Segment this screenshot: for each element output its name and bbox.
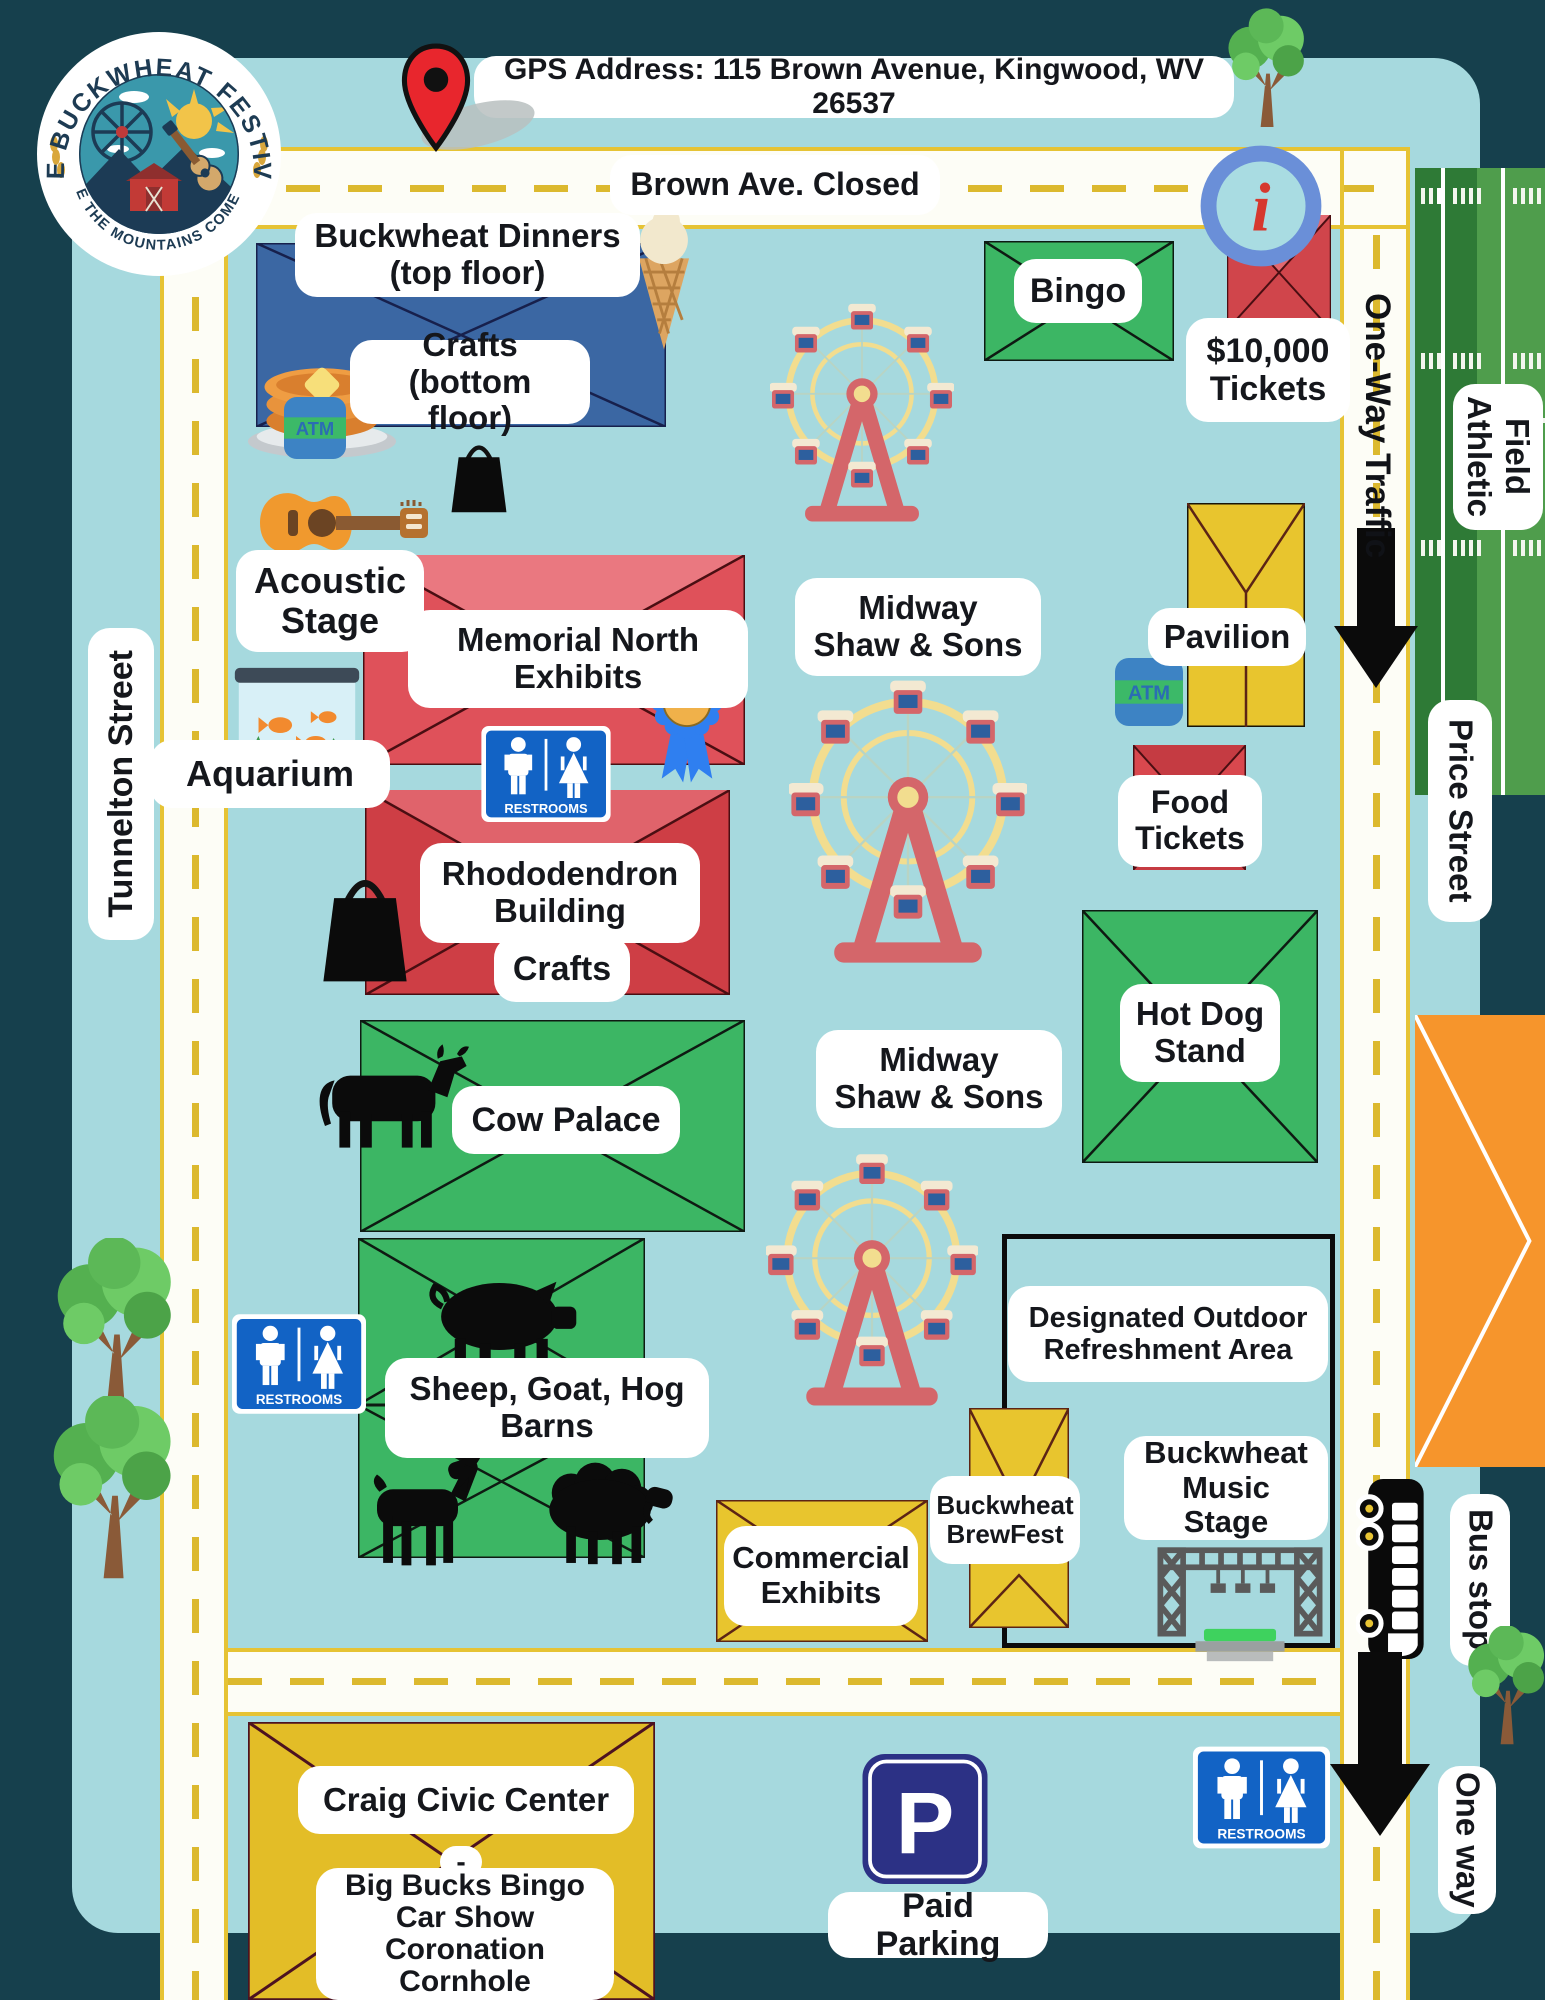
food-tickets-label: Food Tickets — [1118, 775, 1262, 867]
refreshment-area-label: Designated Outdoor Refreshment Area — [1008, 1286, 1328, 1382]
restrooms-sign — [480, 726, 612, 822]
pig-icon — [429, 1281, 577, 1363]
craig-civic-center-label: Craig Civic Center — [298, 1766, 634, 1834]
restrooms-sign — [1193, 1745, 1330, 1850]
tree-icon — [46, 1238, 188, 1420]
shopping-bag-icon — [448, 430, 510, 520]
bus-icon — [1356, 1478, 1424, 1660]
price-street-label: Price Street — [1428, 700, 1492, 922]
sheep-icon — [549, 1462, 673, 1565]
ferris-wheel-icon — [766, 1152, 978, 1412]
info-icon: i — [1200, 145, 1322, 267]
cow-icon — [319, 1044, 469, 1148]
crafts-label: Crafts — [494, 936, 630, 1002]
barns-label: Sheep, Goat, Hog Barns — [385, 1358, 709, 1458]
hot-dog-stand-label: Hot Dog Stand — [1120, 984, 1280, 1082]
paid-parking-label: Paid Parking — [828, 1887, 1048, 1963]
athletic-field-label: Athletic Field — [1453, 384, 1543, 530]
commercial-exhibits-label: Commercial Exhibits — [724, 1526, 918, 1626]
midway-label: Midway Shaw & Sons — [816, 1030, 1062, 1128]
ferris-wheel-icon — [789, 678, 1027, 970]
tree-icon — [1222, 5, 1314, 135]
info-letter: i — [1252, 169, 1271, 245]
tree-icon — [42, 1396, 188, 1584]
ice-cream-icon — [638, 211, 690, 350]
crafts-bottom-floor-label: Crafts (bottom floor) — [350, 326, 590, 436]
memorial-north-label: Memorial North Exhibits — [408, 610, 748, 708]
one-way-traffic-label: One-Way Traffic — [1358, 293, 1397, 559]
midway-label: Midway Shaw & Sons — [795, 578, 1041, 676]
cow-palace-label: Cow Palace — [452, 1086, 680, 1154]
10k-tickets-label: $10,000 Tickets — [1186, 318, 1350, 422]
tree-icon — [1460, 1626, 1545, 1748]
pavilion-label: Pavilion — [1148, 608, 1306, 666]
one-way-arrow-icon — [1334, 528, 1418, 688]
one-way-arrow-icon — [1330, 1652, 1430, 1836]
gps-address-label: GPS Address: 115 Brown Avenue, Kingwood,… — [474, 53, 1234, 120]
paid-parking-sign: P — [862, 1754, 988, 1884]
one-way-label: One way — [1438, 1766, 1496, 1914]
music-stage-label: Buckwheat Music Stage — [1124, 1435, 1328, 1540]
atm-icon — [283, 397, 347, 459]
ferris-wheel-icon — [770, 302, 954, 527]
tunnelton-street-label: Tunnelton Street — [88, 628, 154, 940]
festival-logo: THE BUCKWHEAT FESTIVAL WHERE THE MOUNTAI… — [34, 29, 281, 276]
building-orange — [1415, 1015, 1545, 1467]
atm-icon — [1115, 658, 1183, 726]
bus-stop-label: Bus stop — [1450, 1494, 1510, 1666]
parking-letter: P — [896, 1774, 954, 1872]
shopping-bag-icon — [318, 858, 412, 992]
brown-ave-closed-label: Brown Ave. Closed — [610, 155, 940, 215]
aquarium-label: Aquarium — [150, 740, 390, 808]
restrooms-sign — [232, 1314, 366, 1414]
brewfest-label: Buckwheat BrewFest — [930, 1476, 1080, 1564]
guitar-icon — [260, 493, 428, 553]
buckwheat-dinners-label: Buckwheat Dinners (top floor) — [295, 213, 640, 297]
music-stage-icon — [1157, 1547, 1323, 1662]
acoustic-stage-label: Acoustic Stage — [236, 550, 424, 652]
map-pin-icon — [401, 43, 471, 153]
craig-events-label: Big Bucks Bingo Car Show Coronation Corn… — [316, 1868, 614, 2000]
goat-icon — [373, 1440, 483, 1566]
rhododendron-label: Rhododendron Building — [420, 843, 700, 943]
bingo-label: Bingo — [1014, 259, 1142, 323]
